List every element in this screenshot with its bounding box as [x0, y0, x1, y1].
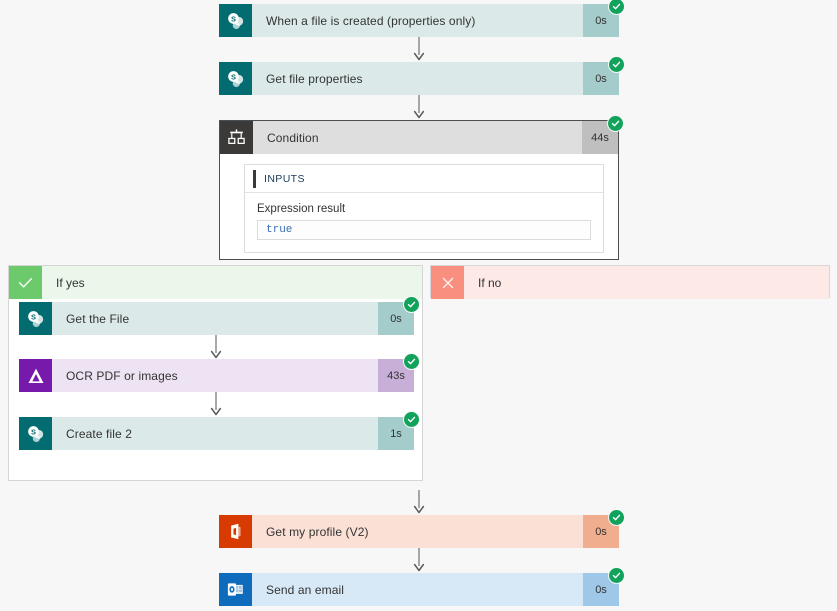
- connector-arrow: [410, 37, 428, 62]
- flow-step-title: Send an email: [252, 573, 583, 606]
- section-accent-bar: [253, 169, 256, 188]
- sharepoint-icon: S: [19, 417, 52, 450]
- status-success-icon: [608, 567, 625, 584]
- flow-step-title: When a file is created (properties only): [252, 4, 583, 37]
- svg-text:S: S: [230, 72, 235, 81]
- expression-result-label: Expression result: [257, 203, 346, 215]
- close-icon: [431, 266, 464, 299]
- branch-if-no-label: If no: [464, 266, 829, 299]
- outlook-icon: [219, 573, 252, 606]
- sharepoint-icon: S: [219, 62, 252, 95]
- flow-step-title: Get my profile (V2): [252, 515, 583, 548]
- status-success-icon: [608, 0, 625, 15]
- ocr-icon: [19, 359, 52, 392]
- status-success-icon: [607, 115, 624, 132]
- branch-if-yes-header[interactable]: If yes: [9, 266, 422, 299]
- svg-text:S: S: [30, 427, 35, 436]
- branch-if-yes-label: If yes: [42, 266, 422, 299]
- inputs-label: INPUTS: [264, 172, 305, 185]
- flow-step-get-file-properties[interactable]: S Get file properties 0s: [219, 56, 625, 95]
- flow-step-create-file-2[interactable]: S Create file 2 1s: [19, 411, 420, 450]
- check-icon: [9, 266, 42, 299]
- flow-step-title: Get the File: [52, 302, 378, 335]
- office365-icon: [219, 515, 252, 548]
- status-success-icon: [608, 56, 625, 73]
- connector-arrow: [207, 392, 225, 417]
- svg-text:S: S: [230, 14, 235, 23]
- flow-step-condition[interactable]: Condition 44s INPUTS Expression result t…: [219, 115, 624, 260]
- flow-step-title: Condition: [253, 121, 582, 154]
- status-success-icon: [403, 411, 420, 428]
- condition-header[interactable]: Condition 44s: [220, 115, 624, 154]
- flow-step-trigger[interactable]: S When a file is created (properties onl…: [219, 0, 625, 37]
- connector-arrow: [207, 335, 225, 360]
- branch-if-yes[interactable]: If yes S Get the File 0s: [8, 265, 423, 481]
- flow-step-title: Get file properties: [252, 62, 583, 95]
- status-success-icon: [608, 509, 625, 526]
- sharepoint-icon: S: [19, 302, 52, 335]
- expression-result-block: Expression result true: [245, 193, 603, 252]
- expression-result-value: true: [257, 220, 591, 240]
- flow-step-ocr[interactable]: OCR PDF or images 43s: [19, 353, 420, 392]
- inputs-section-header[interactable]: INPUTS: [245, 165, 603, 193]
- flow-step-get-the-file[interactable]: S Get the File 0s: [19, 296, 420, 335]
- flow-step-send-an-email[interactable]: Send an email 0s: [219, 567, 625, 606]
- condition-inputs-panel: INPUTS Expression result true: [244, 164, 604, 253]
- svg-text:S: S: [30, 312, 35, 321]
- flow-step-title: Create file 2: [52, 417, 378, 450]
- flow-step-get-my-profile[interactable]: Get my profile (V2) 0s: [219, 509, 625, 548]
- flow-step-duration: 43s: [378, 359, 414, 392]
- connector-arrow: [410, 548, 428, 573]
- status-success-icon: [403, 296, 420, 313]
- connector-arrow: [410, 95, 428, 120]
- sharepoint-icon: S: [219, 4, 252, 37]
- condition-icon: [220, 121, 253, 154]
- branch-if-no-header[interactable]: If no: [431, 266, 829, 299]
- connector-arrow: [410, 490, 428, 515]
- status-success-icon: [403, 353, 420, 370]
- branch-if-no[interactable]: If no: [430, 265, 830, 299]
- flow-step-title: OCR PDF or images: [52, 359, 378, 392]
